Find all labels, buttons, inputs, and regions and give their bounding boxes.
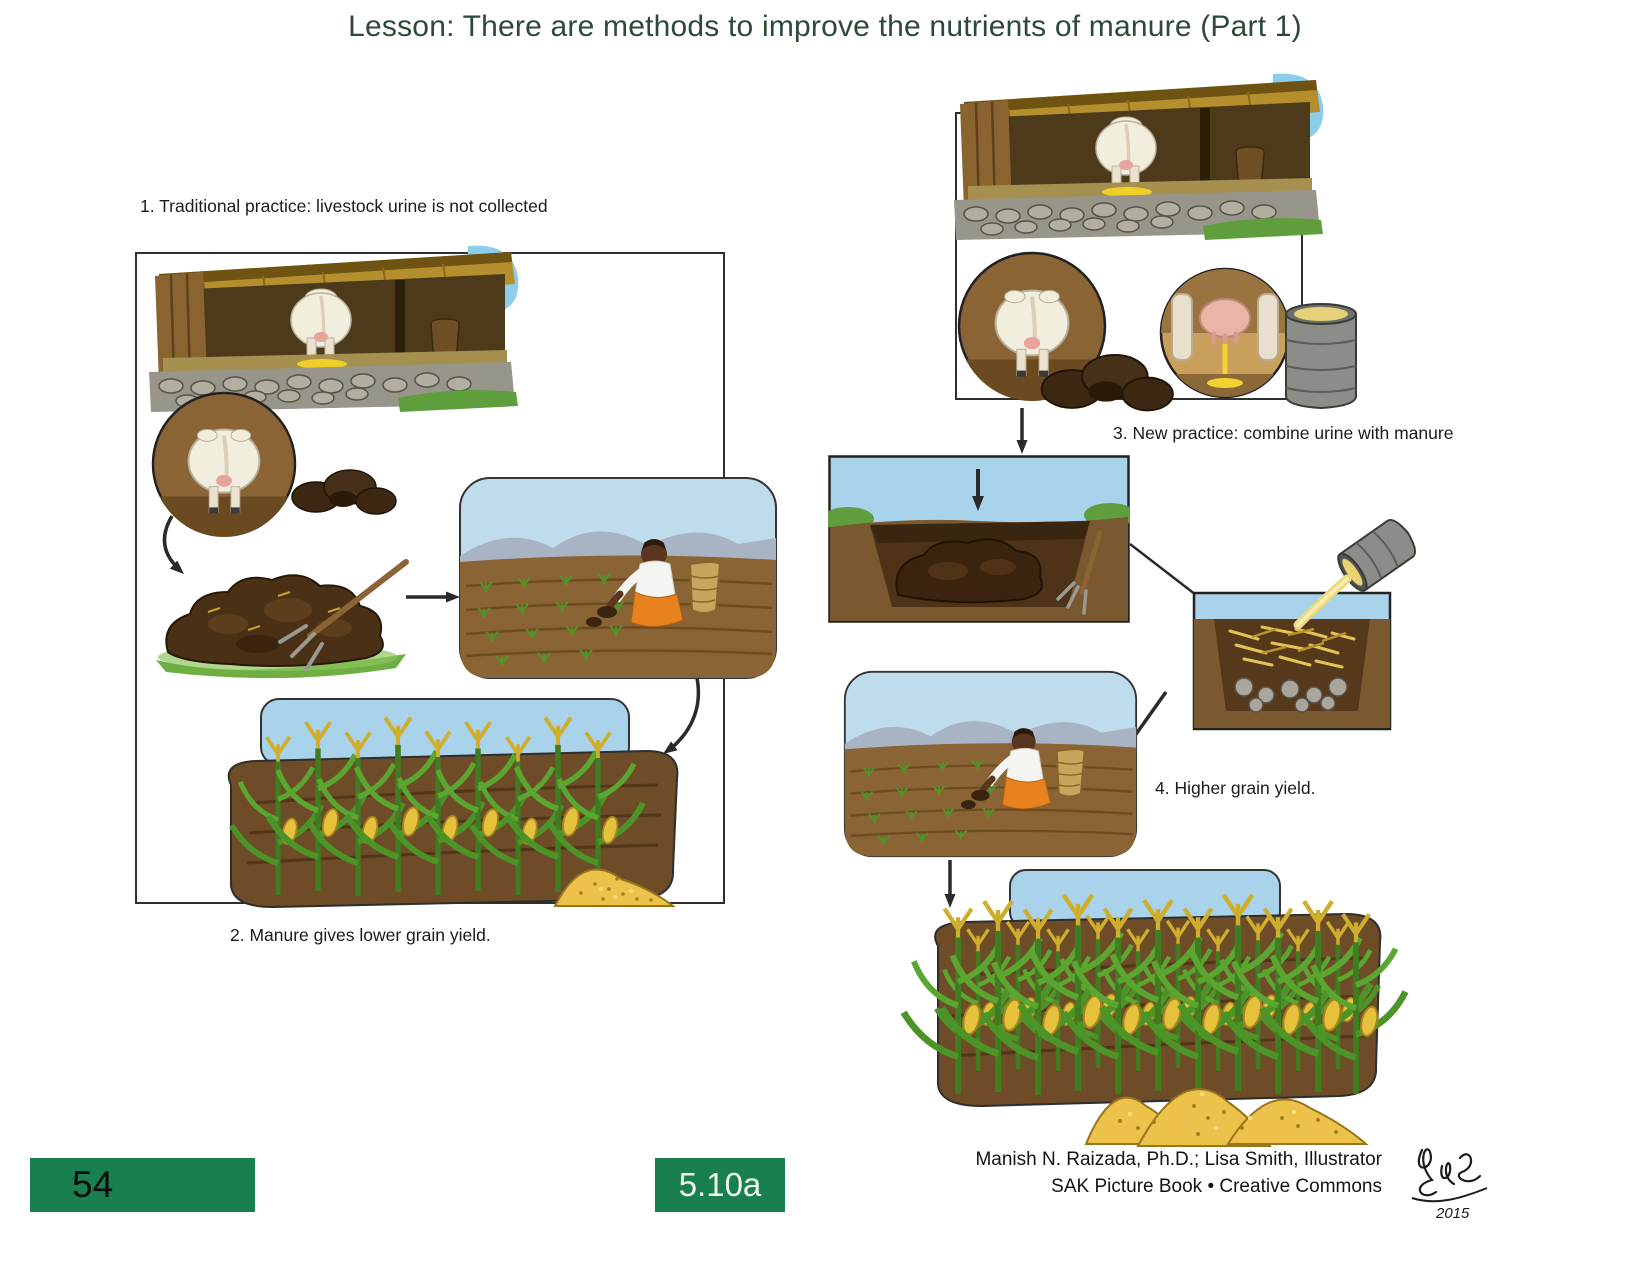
step3-caption: 3. New practice: combine urine with manu… (1113, 423, 1454, 443)
page-number-bar: 54 (30, 1158, 255, 1212)
arrow-pile-to-field (406, 591, 460, 603)
arrow-barn-to-pit (1016, 408, 1028, 454)
urine-poured-on-straw-pit-scene (1192, 518, 1416, 731)
arrow-into-pit (972, 469, 984, 511)
grain-piles (1084, 1088, 1369, 1147)
credit-source: SAK Picture Book • Creative Commons (1051, 1176, 1382, 1197)
arrow-field-to-maize-left (663, 677, 701, 754)
pouring-barrel (1337, 518, 1416, 592)
arrow-field-to-maize-right (944, 860, 956, 908)
maize-field-with-grain-pile (227, 698, 679, 909)
urine-collection-barrel (1285, 303, 1357, 410)
farmer-applying-manure-scene-left (458, 476, 778, 681)
step4-caption: 4. Higher grain yield. (1155, 778, 1316, 798)
page-title: Lesson: There are methods to improve the… (348, 10, 1302, 43)
credits-block: Manish N. Raizada, Ph.D.; Lisa Smith, Il… (900, 1146, 1382, 1200)
grain-pile (553, 868, 676, 907)
barn-cow-urinating-scene-left (147, 243, 521, 413)
manure-lumps-right (1040, 353, 1174, 412)
step1-caption: 1. Traditional practice: livestock urine… (140, 196, 548, 216)
farmer-applying-manure-scene-right (843, 670, 1138, 859)
manure-pile-with-pitchfork (156, 559, 409, 679)
maize-field-high-yield (898, 869, 1413, 1147)
figure-code-bar: 5.10a (655, 1158, 785, 1212)
signature-year: 2015 (1435, 1205, 1470, 1222)
illustrator-signature: 2015 (1411, 1148, 1488, 1222)
connector-pit-to-straw-panel (1129, 543, 1201, 599)
page-number: 54 (72, 1164, 114, 1205)
manure-pit-scene (828, 455, 1130, 623)
step2-caption: 2. Manure gives lower grain yield. (230, 925, 491, 945)
barn-cow-urinating-scene-right (952, 71, 1326, 241)
figure-code: 5.10a (678, 1166, 762, 1203)
manure-lumps-left (291, 469, 397, 515)
udder-urinating-circle-inset (1159, 267, 1291, 399)
arrow-cow-to-pile (162, 515, 184, 574)
credit-authors: Manish N. Raizada, Ph.D.; Lisa Smith, Il… (975, 1149, 1382, 1170)
